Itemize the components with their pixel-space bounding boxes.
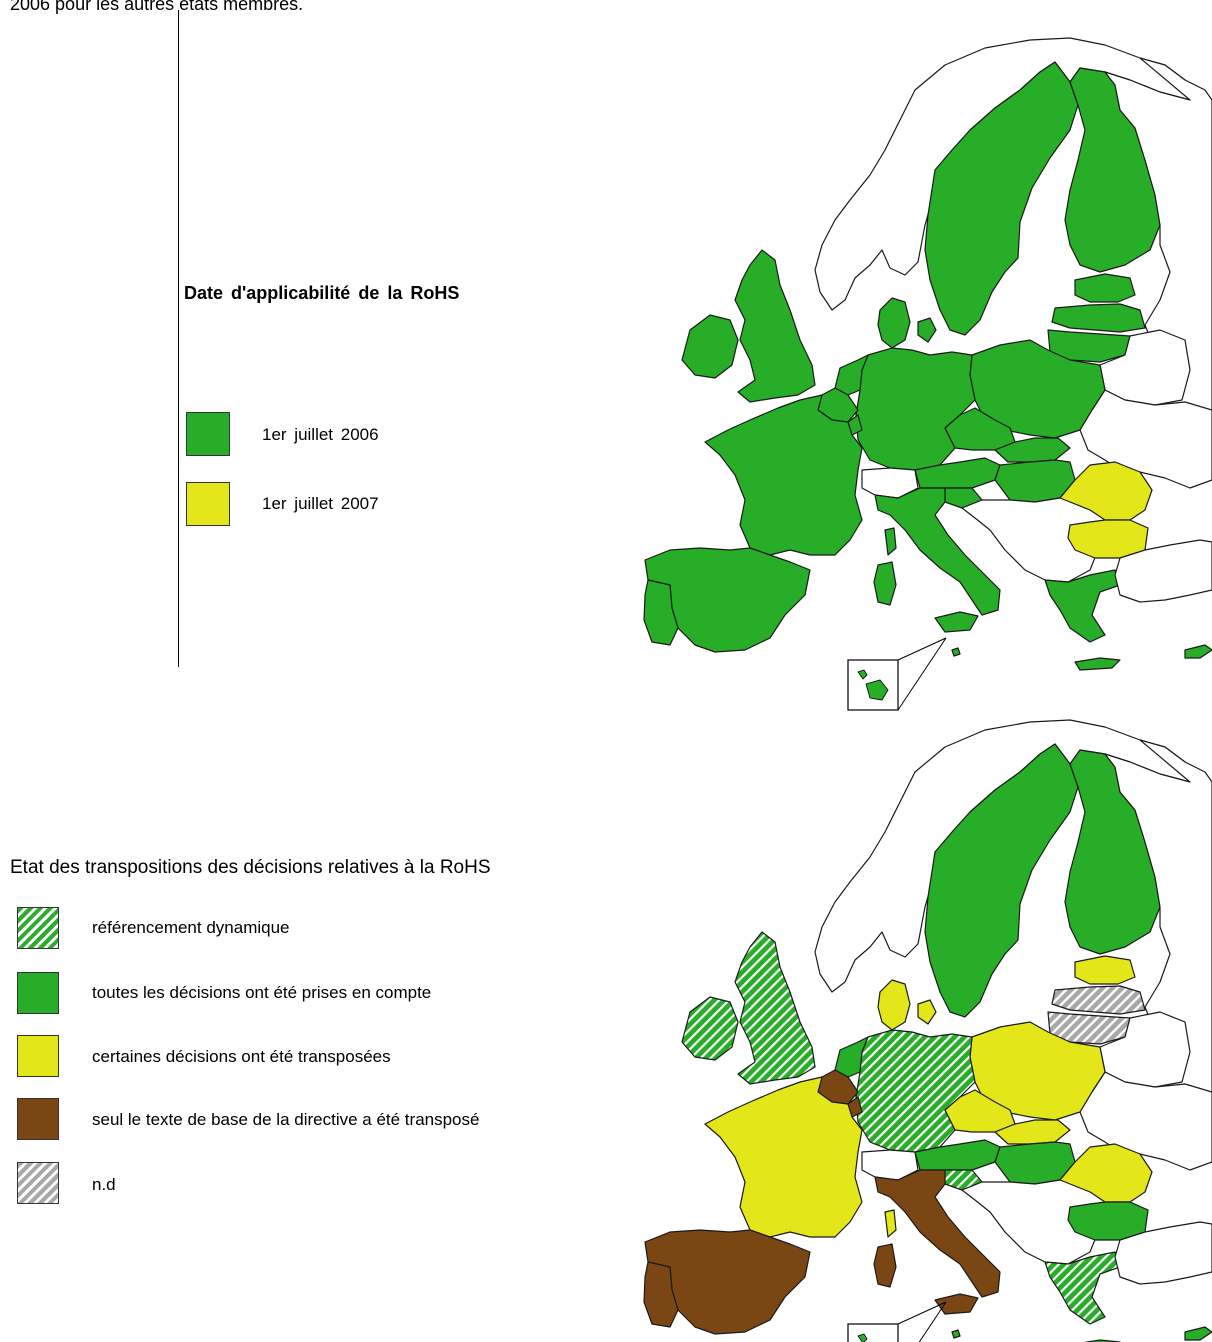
country-sweden [924,61,1079,336]
country-italy [874,1169,1001,1298]
country-denmark [877,979,937,1031]
map2-legend-swatch-dynamic [17,907,59,949]
country-italy [874,487,1001,616]
map1-title: Date d'applicabilité de la RoHS [184,283,460,303]
country-estonia [1074,273,1136,303]
country-turkey [1114,1221,1212,1285]
map2-legend-label-all: toutes les décisions ont été prises en c… [92,983,432,1002]
map2-legend-label-nd: n.d [92,1175,116,1194]
country-germany [855,1029,976,1153]
map1-legend-label-2007: 1er juillet 2007 [262,494,379,513]
country-corsica [884,1209,897,1238]
country-poland [969,339,1106,439]
country-latvia [1051,985,1146,1015]
map2-legend-label-dynamic: référencement dynamique [92,918,290,937]
country-ireland [681,996,739,1061]
country-greece [1044,1251,1121,1325]
map2-title: Etat des transpositions des décisions re… [10,857,491,878]
map2-legend-swatch-nd [17,1162,59,1204]
country-romania [1059,461,1153,521]
country-sicily [934,611,979,633]
map1-legend-swatch-2006 [186,412,230,456]
country-slovakia [994,1119,1071,1145]
intro-text: 2006 pour les autres états membres. [10,0,304,14]
country-sweden [924,743,1079,1018]
map2-legend-label-base: seul le texte de base de la directive a … [92,1110,480,1129]
map2-legend-label-some: certaines décisions ont été transposées [92,1047,391,1066]
country-czech [944,1089,1016,1133]
country-malta [951,647,961,657]
malta-callout [847,637,947,711]
country-slovakia [994,437,1071,463]
country-denmark [877,297,937,349]
country-portugal [643,579,679,646]
country-turkey [1114,539,1212,603]
map2-legend-swatch-all [17,972,59,1014]
country-latvia [1051,303,1146,333]
country-malta [951,1329,961,1339]
europe-map-applicability [643,37,1212,711]
europe-map-transposition [643,719,1212,1342]
country-sicily [934,1293,979,1315]
map1-legend-label-2006: 1er juillet 2006 [262,425,379,444]
map1-legend-swatch-2007 [186,482,230,526]
country-sardinia [873,1243,897,1288]
country-ireland [681,314,739,379]
country-uk [734,931,816,1085]
country-uk [734,249,816,403]
country-crete [1074,657,1121,671]
country-cyprus [1184,644,1212,659]
malta-callout [847,1301,947,1342]
country-romania [1059,1143,1153,1203]
country-germany [855,347,976,471]
country-czech [944,407,1016,451]
country-france [704,1076,863,1238]
country-cyprus [1184,1326,1212,1341]
country-france [704,394,863,556]
map2-legend-swatch-some [17,1035,59,1077]
country-corsica [884,527,897,556]
map2-legend-swatch-base [17,1098,59,1140]
country-greece [1044,569,1121,643]
country-sardinia [873,561,897,606]
country-estonia [1074,955,1136,985]
country-poland [969,1021,1106,1121]
divider-line [178,10,179,667]
country-portugal [643,1261,679,1328]
